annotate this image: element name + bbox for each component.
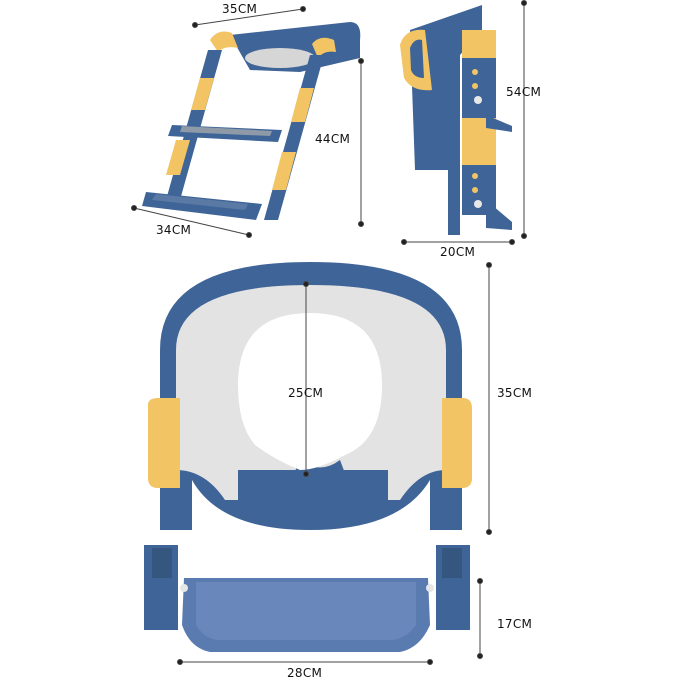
side-dimension-lines [401,0,527,245]
seat-length-label: 35CM [497,386,533,400]
step-width-label: 28CM [287,666,323,680]
step-depth-label: 17CM [497,617,533,631]
side-view [400,5,512,235]
side-height-label: 54CM [506,85,542,99]
side-depth-label: 20CM [440,245,476,259]
ladder-top-width-label: 35CM [222,2,258,16]
ladder-view [142,22,361,220]
ladder-height-label: 44CM [315,132,351,146]
step-dimension-lines [177,578,483,665]
seat-dimension-lines [303,262,492,535]
step-view [144,545,470,652]
seat-opening-label: 25CM [288,386,324,400]
ladder-dimension-lines [131,6,364,238]
seat-top-view [148,262,472,530]
ladder-base-width-label: 34CM [156,223,192,237]
